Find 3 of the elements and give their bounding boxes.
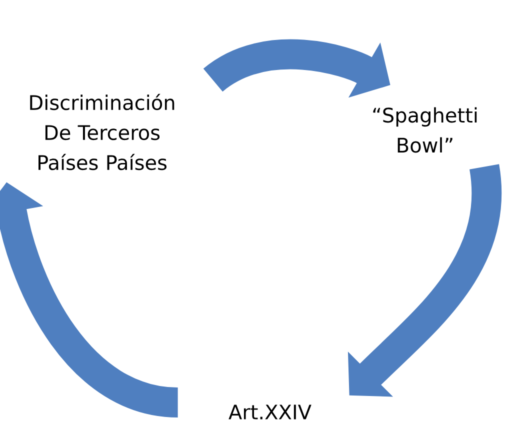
node-label: Discriminación De Terceros Países Países xyxy=(30,94,174,170)
node-label: Art.XXIV xyxy=(228,404,312,420)
node-label: “Spaghetti Bowl” xyxy=(373,107,477,153)
